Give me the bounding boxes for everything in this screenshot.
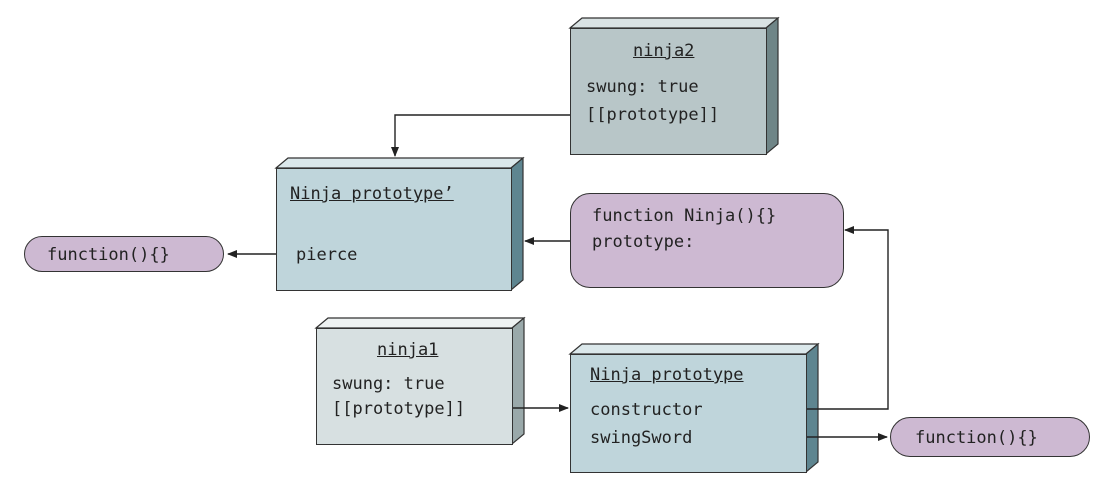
ninja2-side-face — [765, 16, 779, 156]
ninja-prototype-top-face — [568, 343, 820, 355]
ninja1-prototype-link: [[prototype]] — [332, 399, 466, 419]
ninja2-title: ninja2 — [633, 41, 695, 61]
ninja2-swung: swung: true — [586, 77, 699, 97]
ninja-prototype-side-face — [805, 342, 819, 474]
ninja-constructor-function-box: function Ninja(){} prototype: — [570, 193, 844, 288]
ninja-prototype-prime-box: Ninja prototype’ pierce — [276, 168, 512, 291]
arrow-ninja2-to-prototype-prime — [391, 114, 570, 157]
arrow-constructor-to-function — [742, 226, 889, 410]
ninja1-side-face — [511, 316, 525, 446]
ninja-prototype-box: Ninja prototype constructor swingSword — [570, 354, 807, 473]
pierce-function-label: function(){} — [47, 245, 170, 265]
ninja-function-prototype-property: prototype: — [592, 232, 695, 252]
swingsword-function-label: function(){} — [915, 428, 1038, 448]
ninja2-box: ninja2 swung: true [[prototype]] — [570, 28, 767, 155]
pierce-property: pierce — [296, 245, 358, 265]
swingsword-property: swingSword — [590, 428, 693, 448]
ninja-prototype-prime-title: Ninja prototype’ — [290, 184, 454, 204]
ninja1-top-face — [314, 317, 526, 329]
ninja2-top-face — [568, 17, 780, 29]
ninja-prototype-title: Ninja prototype — [590, 365, 744, 385]
ninja-prototype-prime-top-face — [274, 157, 525, 169]
ninja-prototype-prime-side-face — [510, 156, 524, 292]
ninja2-prototype-link: [[prototype]] — [586, 105, 720, 125]
ninja-function-signature: function Ninja(){} — [592, 206, 777, 226]
ninja1-swung: swung: true — [332, 374, 445, 394]
ninja1-box: ninja1 swung: true [[prototype]] — [316, 328, 513, 445]
constructor-property: constructor — [590, 400, 703, 420]
ninja1-title: ninja1 — [377, 340, 439, 360]
pierce-function-pill: function(){} — [24, 236, 224, 272]
swingsword-function-pill: function(){} — [890, 417, 1090, 457]
